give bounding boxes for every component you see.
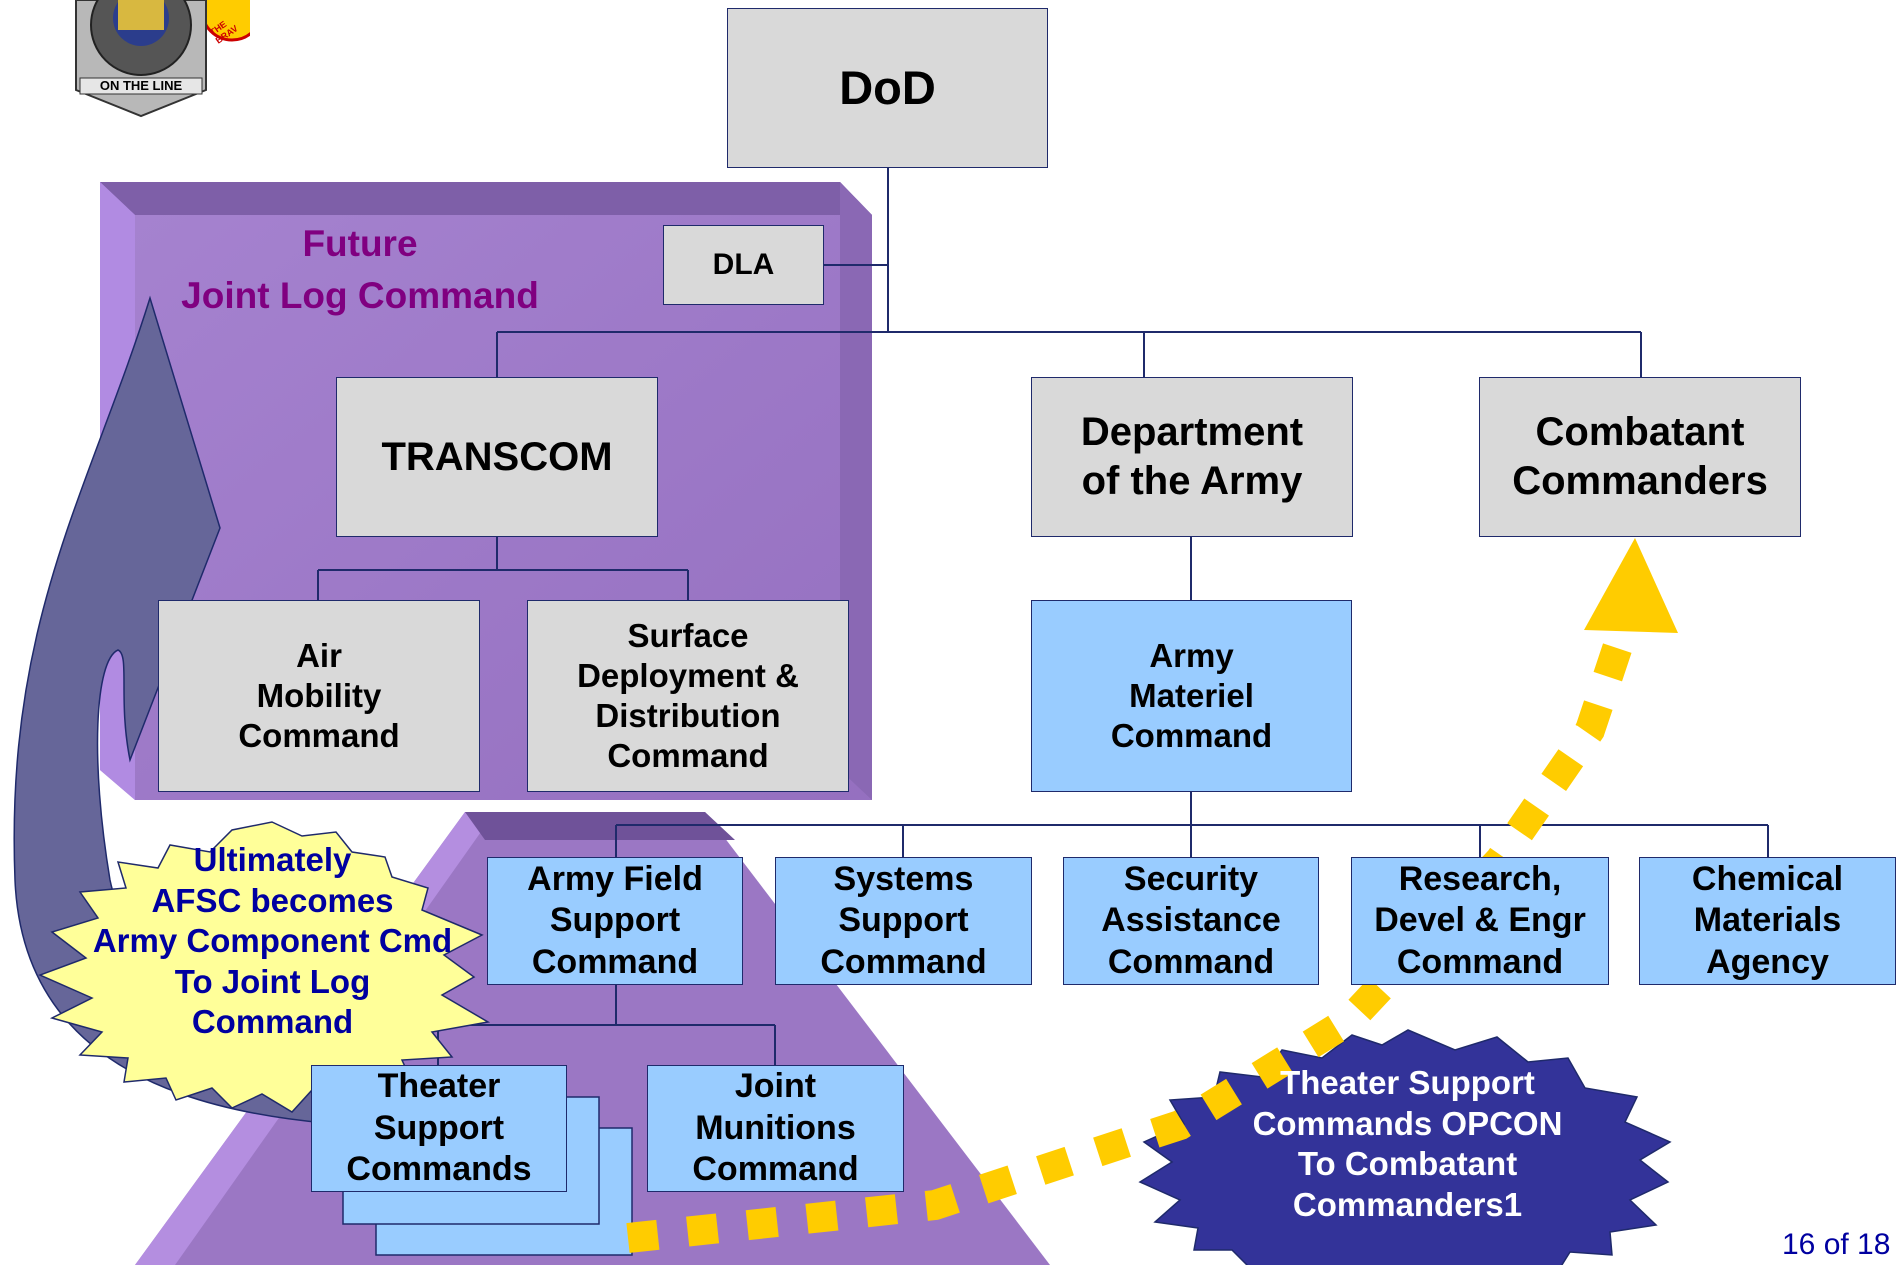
unit-logo: ON THE LINE THE BRAV — [0, 0, 264, 120]
joint-munitions-command-box: Joint Munitions Command — [647, 1065, 904, 1192]
combatant-commanders-box: Combatant Commanders — [1479, 377, 1801, 537]
dotted-opcon-arrow — [626, 620, 1640, 1253]
yellow-callout-text: Ultimately AFSC becomes Army Component C… — [92, 841, 453, 1041]
dod-box: DoD — [727, 8, 1048, 168]
theater-support-commands-box: Theater Support Commands — [311, 1065, 567, 1192]
page-number: 16 of 18 — [1782, 1228, 1891, 1261]
air-mobility-command-box: Air Mobility Command — [158, 600, 480, 792]
department-of-the-army-box: Department of the Army — [1031, 377, 1353, 537]
navy-callout-text: Theater Support Commands OPCON To Combat… — [1252, 1064, 1563, 1223]
transcom-box: TRANSCOM — [336, 377, 658, 537]
dla-box: DLA — [663, 225, 824, 305]
security-assistance-command-box: Security Assistance Command — [1063, 857, 1319, 985]
research-devel-engr-command-box: Research, Devel & Engr Command — [1351, 857, 1609, 985]
joint-log-title-line2: Joint Log Command — [181, 274, 539, 316]
connector-lines — [317, 168, 1769, 1065]
surface-deployment-box: Surface Deployment & Distribution Comman… — [527, 600, 849, 792]
chemical-materials-agency-box: Chemical Materials Agency — [1639, 857, 1896, 985]
joint-log-title-line1: Future — [302, 223, 418, 264]
joint-log-title: Future Joint Log Command — [150, 218, 570, 322]
navy-callout-shape — [1138, 1029, 1672, 1265]
yellow-callout-shape — [38, 821, 491, 1113]
dotted-arrow-head-icon — [1584, 538, 1678, 633]
army-materiel-command-box: Army Materiel Command — [1031, 600, 1352, 792]
army-field-support-command-box: Army Field Support Command — [487, 857, 743, 985]
systems-support-command-box: Systems Support Command — [775, 857, 1032, 985]
logo-banner-text: ON THE LINE — [99, 78, 183, 93]
